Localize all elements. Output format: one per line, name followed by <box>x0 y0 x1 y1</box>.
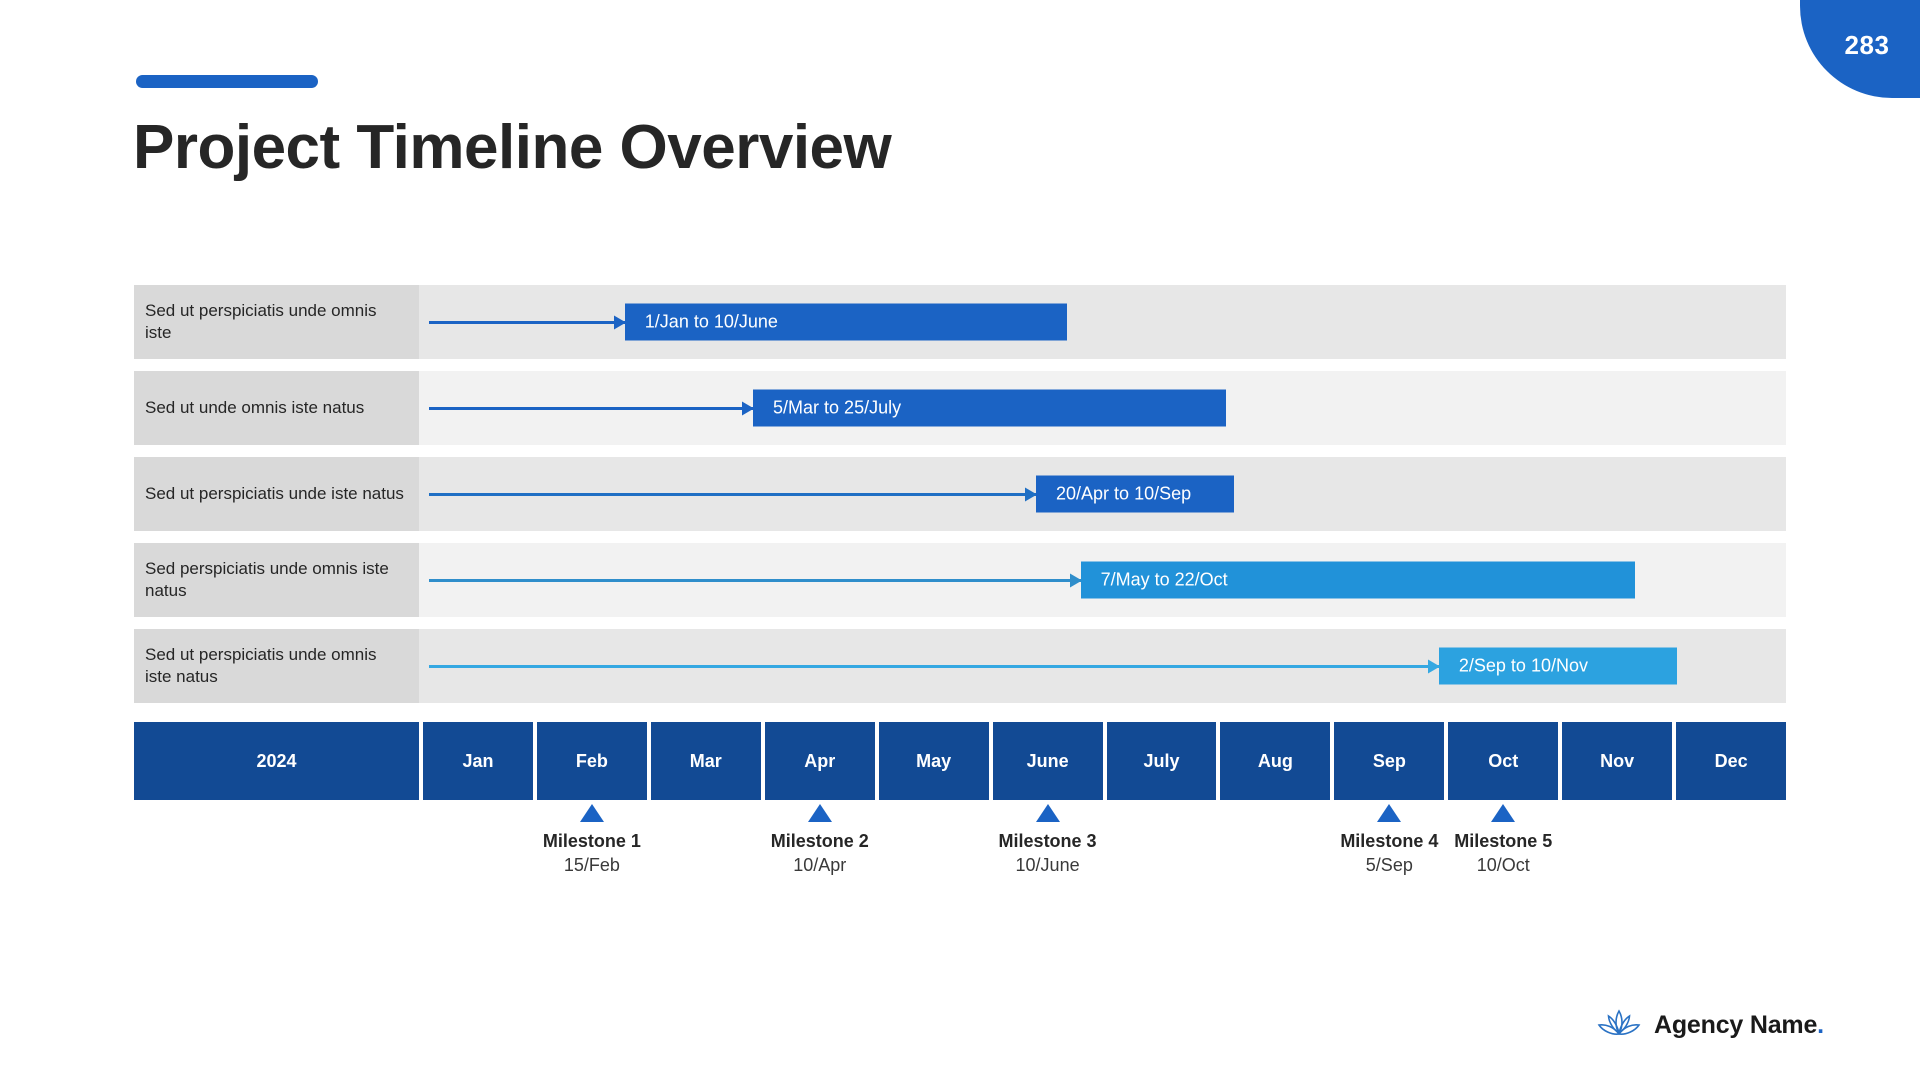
milestone-name: Milestone 2 <box>770 831 869 851</box>
task-label: Sed ut unde omnis iste natus <box>134 371 419 445</box>
milestone-marker[interactable]: Milestone 3 10/June <box>953 804 1143 878</box>
connector-arrowhead <box>1025 487 1038 501</box>
milestone-date: 10/Oct <box>1476 855 1530 876</box>
task-bar-label: 5/Mar to 25/July <box>773 397 902 418</box>
page-number-badge: 283 <box>1800 0 1920 98</box>
timeline-row: 2/Sep to 10/Nov Sed ut perspiciatis unde … <box>134 629 1786 703</box>
timeline-row: 20/Apr to 10/Sep Sed ut perspiciatis unde… <box>134 457 1786 531</box>
task-bar[interactable]: 7/May to 22/Oct <box>1080 561 1636 599</box>
triangle-icon <box>807 804 832 822</box>
task-label: Sed ut perspiciatis unde omnis iste <box>134 285 419 359</box>
task-bar[interactable]: 1/Jan to 10/June <box>624 303 1067 341</box>
milestone-name: Milestone 3 <box>998 831 1097 851</box>
connector-arrowhead <box>742 401 755 415</box>
task-bar-label: 1/Jan to 10/June <box>644 311 778 332</box>
month-cell-june[interactable]: June <box>992 722 1103 800</box>
footer-logo: Agency Name. <box>1596 1008 1824 1042</box>
milestone-marker[interactable]: Milestone 4 5/Sep <box>1294 804 1484 878</box>
task-bar[interactable]: 2/Sep to 10/Nov <box>1438 647 1678 685</box>
task-label: Sed ut perspiciatis unde omnis iste natu… <box>134 629 419 703</box>
month-cell-mar[interactable]: Mar <box>650 722 761 800</box>
milestone-date: 10/Apr <box>793 855 847 876</box>
milestone-name: Milestone 5 <box>1454 831 1553 851</box>
connector-arrowhead <box>1427 659 1440 673</box>
month-cell-jan[interactable]: Jan <box>423 722 533 800</box>
month-cell-sep[interactable]: Sep <box>1334 722 1445 800</box>
connector-arrow <box>429 573 1082 587</box>
triangle-icon <box>1035 804 1060 822</box>
task-label: Sed perspiciatis unde omnis iste natus <box>134 543 419 617</box>
month-cell-may[interactable]: May <box>878 722 989 800</box>
month-cell-apr[interactable]: Apr <box>764 722 875 800</box>
connector-line <box>429 406 754 410</box>
connector-arrowhead <box>613 315 626 329</box>
month-cell-july[interactable]: July <box>1106 722 1217 800</box>
timeline-row: 1/Jan to 10/June Sed ut perspiciatis unde… <box>134 285 1786 359</box>
connector-line <box>429 320 625 324</box>
milestone-date: 15/Feb <box>563 855 620 876</box>
page-number: 283 <box>1844 29 1890 60</box>
month-cell-dec[interactable]: Dec <box>1676 722 1787 800</box>
connector-line <box>429 664 1439 668</box>
year-cell: 2024 <box>134 722 419 800</box>
month-cell-feb[interactable]: Feb <box>536 722 647 800</box>
connector-arrow <box>429 315 626 329</box>
task-bar-label: 2/Sep to 10/Nov <box>1458 655 1588 676</box>
title-accent-bar <box>136 75 318 88</box>
connector-line <box>429 492 1037 496</box>
page-title: Project Timeline Overview <box>133 113 892 182</box>
milestone-date: 5/Sep <box>1365 855 1413 876</box>
task-bar-label: 20/Apr to 10/Sep <box>1056 483 1192 504</box>
connector-arrow <box>429 401 755 415</box>
agency-name: Agency Name. <box>1654 1010 1824 1039</box>
lotus-icon <box>1596 1008 1642 1042</box>
triangle-icon <box>579 804 604 822</box>
milestone-marker[interactable]: Milestone 5 10/Oct <box>1408 804 1598 878</box>
milestone-date: 10/June <box>1015 855 1080 876</box>
task-label: Sed ut perspiciatis unde iste natus <box>134 457 419 531</box>
task-bar[interactable]: 5/Mar to 25/July <box>753 389 1226 427</box>
task-bar[interactable]: 20/Apr to 10/Sep <box>1036 475 1234 513</box>
triangle-icon <box>1491 804 1516 822</box>
task-bar-label: 7/May to 22/Oct <box>1100 569 1228 590</box>
triangle-icon <box>1377 804 1402 822</box>
milestone-marker[interactable]: Milestone 1 15/Feb <box>497 804 687 878</box>
connector-arrow <box>429 659 1440 673</box>
timeline-row: 7/May to 22/Oct Sed perspiciatis unde omn… <box>134 543 1786 617</box>
milestone-marker[interactable]: Milestone 2 10/Apr <box>725 804 915 878</box>
connector-arrow <box>429 487 1038 501</box>
month-cell-nov[interactable]: Nov <box>1562 722 1673 800</box>
month-cell-aug[interactable]: Aug <box>1220 722 1331 800</box>
connector-line <box>429 578 1081 582</box>
connector-arrowhead <box>1069 573 1082 587</box>
timeline-row: 5/Mar to 25/July Sed ut unde omnis iste n… <box>134 371 1786 445</box>
milestone-name: Milestone 4 <box>1340 831 1439 851</box>
month-cell-oct[interactable]: Oct <box>1448 722 1559 800</box>
milestone-name: Milestone 1 <box>542 831 641 851</box>
